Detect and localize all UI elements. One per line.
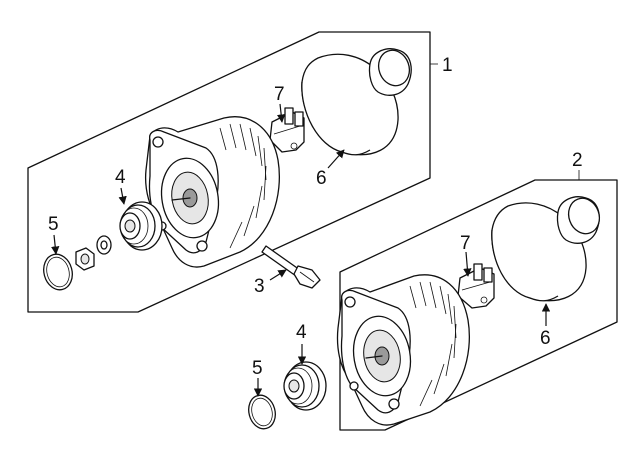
arrow-3 [269,269,287,281]
arrow-4a [118,187,127,205]
pulley-2 [283,361,327,411]
callout-7-upper: 7 [274,84,285,105]
cover-cap-1 [301,48,412,156]
assembly-2-group [336,170,618,431]
arrow-7a [276,103,286,123]
regulator-1 [269,107,305,153]
cover-cap-2 [491,196,601,302]
assembly-2-frame [339,179,618,431]
callout-5-upper: 5 [48,214,59,235]
callout-6-lower: 6 [540,328,551,349]
arrow-6a [327,149,345,169]
assembly-1-frame [27,31,431,313]
callout-6-upper: 6 [316,168,327,189]
callout-4-upper: 4 [115,167,126,188]
callout-7-lower: 7 [460,233,471,254]
washer-nut-1 [75,235,112,271]
alternator-2-body [336,274,470,426]
alternator-1-body [144,116,280,268]
callout-2: 2 [572,150,583,171]
callout-3: 3 [254,276,265,297]
callout-4-lower: 4 [296,322,307,343]
callout-1: 1 [442,55,453,76]
assembly-1-group [27,31,438,313]
bolt-3 [261,245,321,289]
arrow-7b [463,251,472,277]
regulator-2 [457,263,495,309]
arrow-5a [51,234,60,255]
callout-5-lower: 5 [252,358,263,379]
pulley-1 [119,201,163,251]
